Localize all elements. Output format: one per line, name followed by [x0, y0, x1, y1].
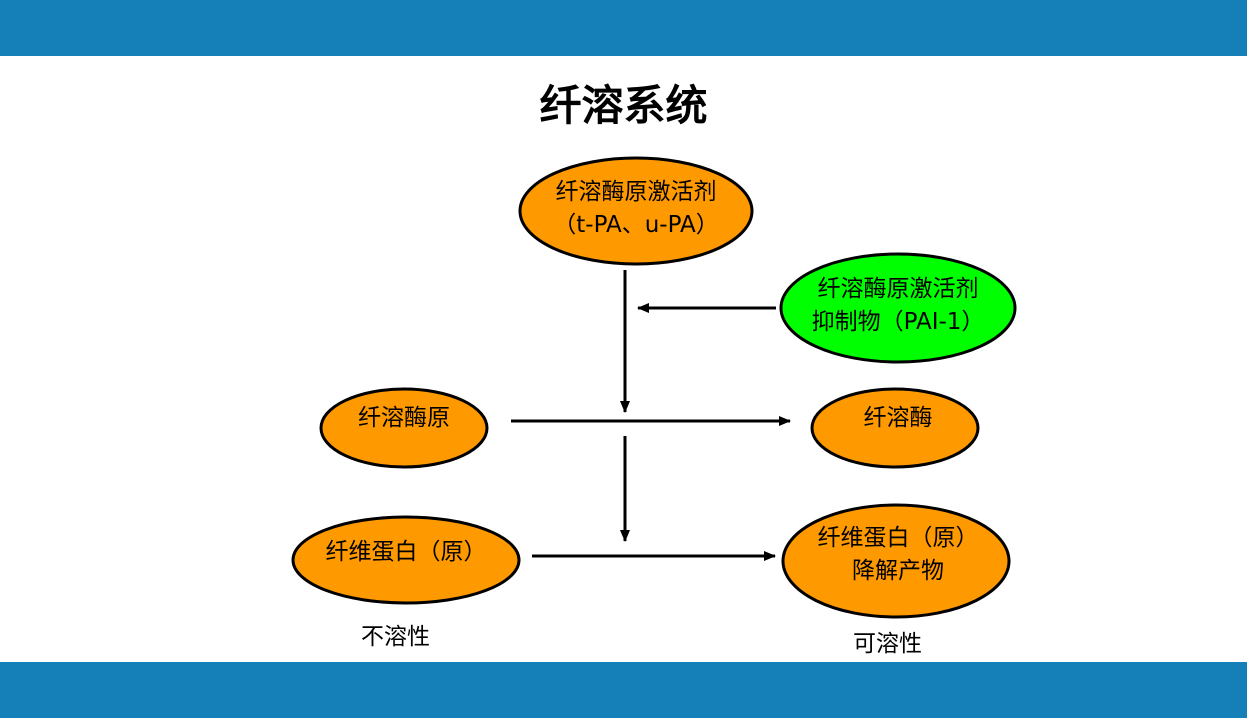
activator-label-line1: 纤溶酶原激活剂	[555, 179, 717, 205]
page-title: 纤溶系统	[539, 81, 708, 130]
degradation-label-line2: 降解产物	[852, 558, 944, 584]
degradation-label-line1: 纤维蛋白（原）	[817, 525, 979, 551]
inhibitor-label: 纤溶酶原激活剂 抑制物（PAI-1）	[787, 273, 1009, 339]
soluble-caption: 可溶性	[853, 631, 922, 657]
footer-bar	[0, 662, 1247, 718]
header-bar	[0, 0, 1247, 56]
plasmin-label: 纤溶酶	[863, 405, 933, 431]
fibrinogen-label: 纤维蛋白（原）	[325, 539, 487, 565]
degradation-label: 纤维蛋白（原） 降解产物	[798, 522, 998, 588]
plasminogen-node	[319, 387, 489, 469]
activator-label: 纤溶酶原激活剂 （t-PA、u-PA）	[526, 176, 746, 242]
activator-node	[518, 156, 754, 266]
activator-label-line2: （t-PA、u-PA）	[553, 212, 719, 238]
insoluble-caption: 不溶性	[361, 624, 430, 650]
degradation-node	[781, 503, 1011, 619]
plasminogen-label: 纤溶酶原	[358, 405, 450, 431]
inhibitor-label-line2: 抑制物（PAI-1）	[811, 309, 985, 335]
inhibitor-node	[779, 252, 1017, 364]
plasmin-node	[810, 387, 980, 469]
fibrinogen-node	[291, 515, 521, 605]
inhibitor-label-line1: 纤溶酶原激活剂	[817, 276, 979, 302]
